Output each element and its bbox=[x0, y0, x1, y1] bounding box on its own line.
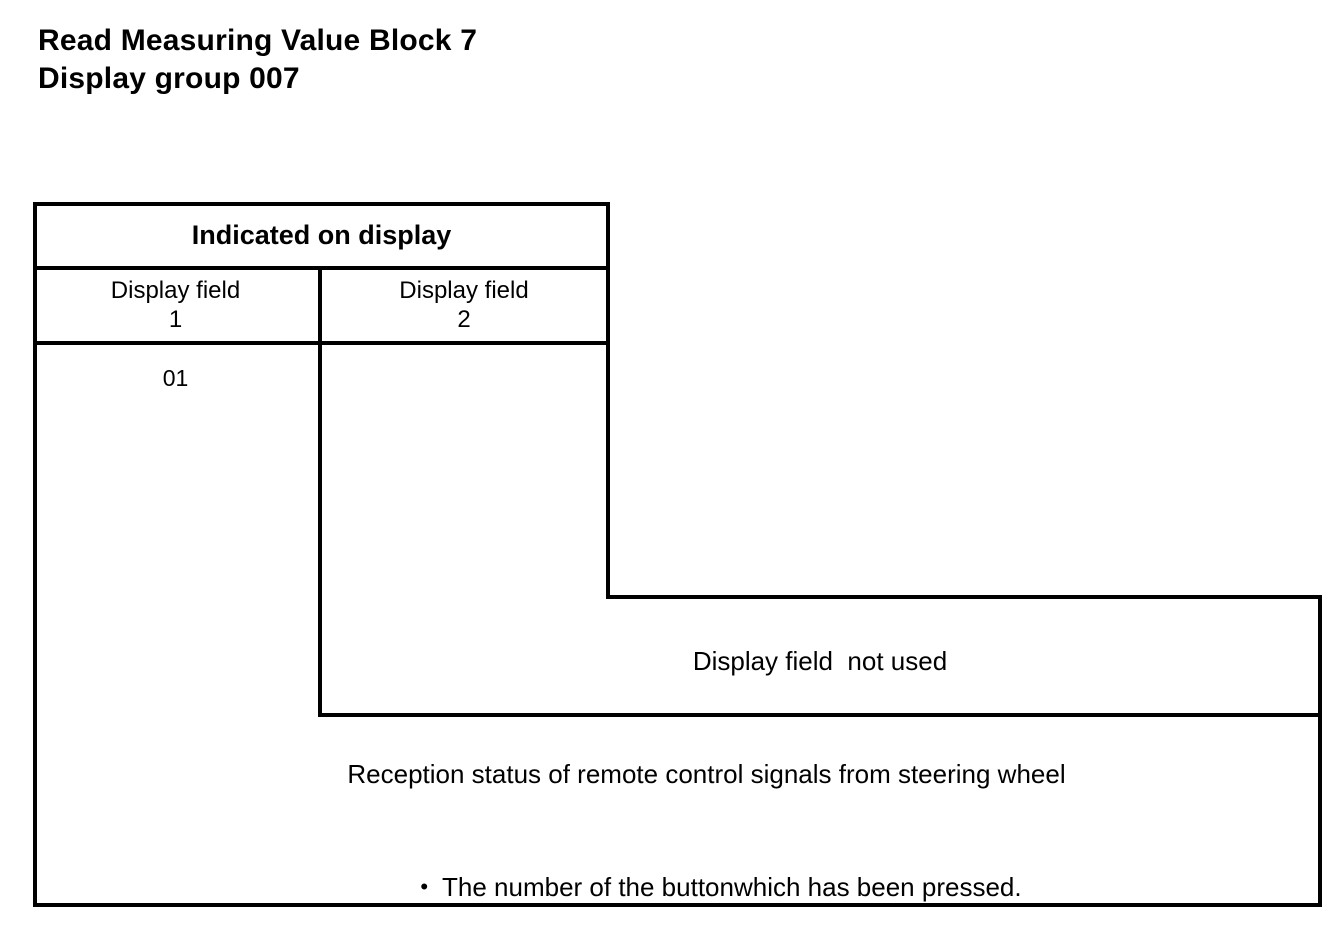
table-right-border bbox=[1318, 595, 1322, 907]
table-top-border bbox=[33, 202, 610, 206]
document-page: Read Measuring Value Block 7 Display gro… bbox=[33, 22, 1322, 907]
column-header-display-field-1-line-1: Display field bbox=[110, 277, 241, 304]
column-header-display-field-2-line-1: Display field bbox=[399, 277, 529, 304]
bullet-item-text: The number of the buttonwhich has been p… bbox=[442, 872, 1022, 902]
column-header-display-field-2-line-2: 2 bbox=[457, 306, 471, 333]
bullet-list-item: • The number of the buttonwhich has been… bbox=[95, 836, 1318, 938]
upper-table-right-border bbox=[606, 202, 610, 599]
step-top-border bbox=[606, 595, 1318, 599]
table-left-border bbox=[33, 202, 37, 907]
not-used-note: Display field not used bbox=[692, 646, 948, 676]
page-title: Read Measuring Value Block 7 Display gro… bbox=[38, 22, 938, 98]
description-text: Reception status of remote control signa… bbox=[347, 759, 1066, 789]
bullet-point-icon: • bbox=[420, 874, 429, 899]
table-bottom-border bbox=[33, 903, 1322, 907]
cell-display-field-1-value: 01 bbox=[162, 365, 189, 391]
title-line-2: Display group 007 bbox=[38, 62, 300, 95]
table-merged-header: Indicated on display bbox=[191, 220, 452, 250]
column-header-display-field-1-line-2: 1 bbox=[168, 306, 183, 333]
bullet-text-spacer bbox=[428, 872, 442, 902]
title-line-1: Read Measuring Value Block 7 bbox=[38, 24, 478, 57]
not-used-bottom-border bbox=[320, 713, 1318, 717]
column-divider-border bbox=[318, 266, 322, 717]
